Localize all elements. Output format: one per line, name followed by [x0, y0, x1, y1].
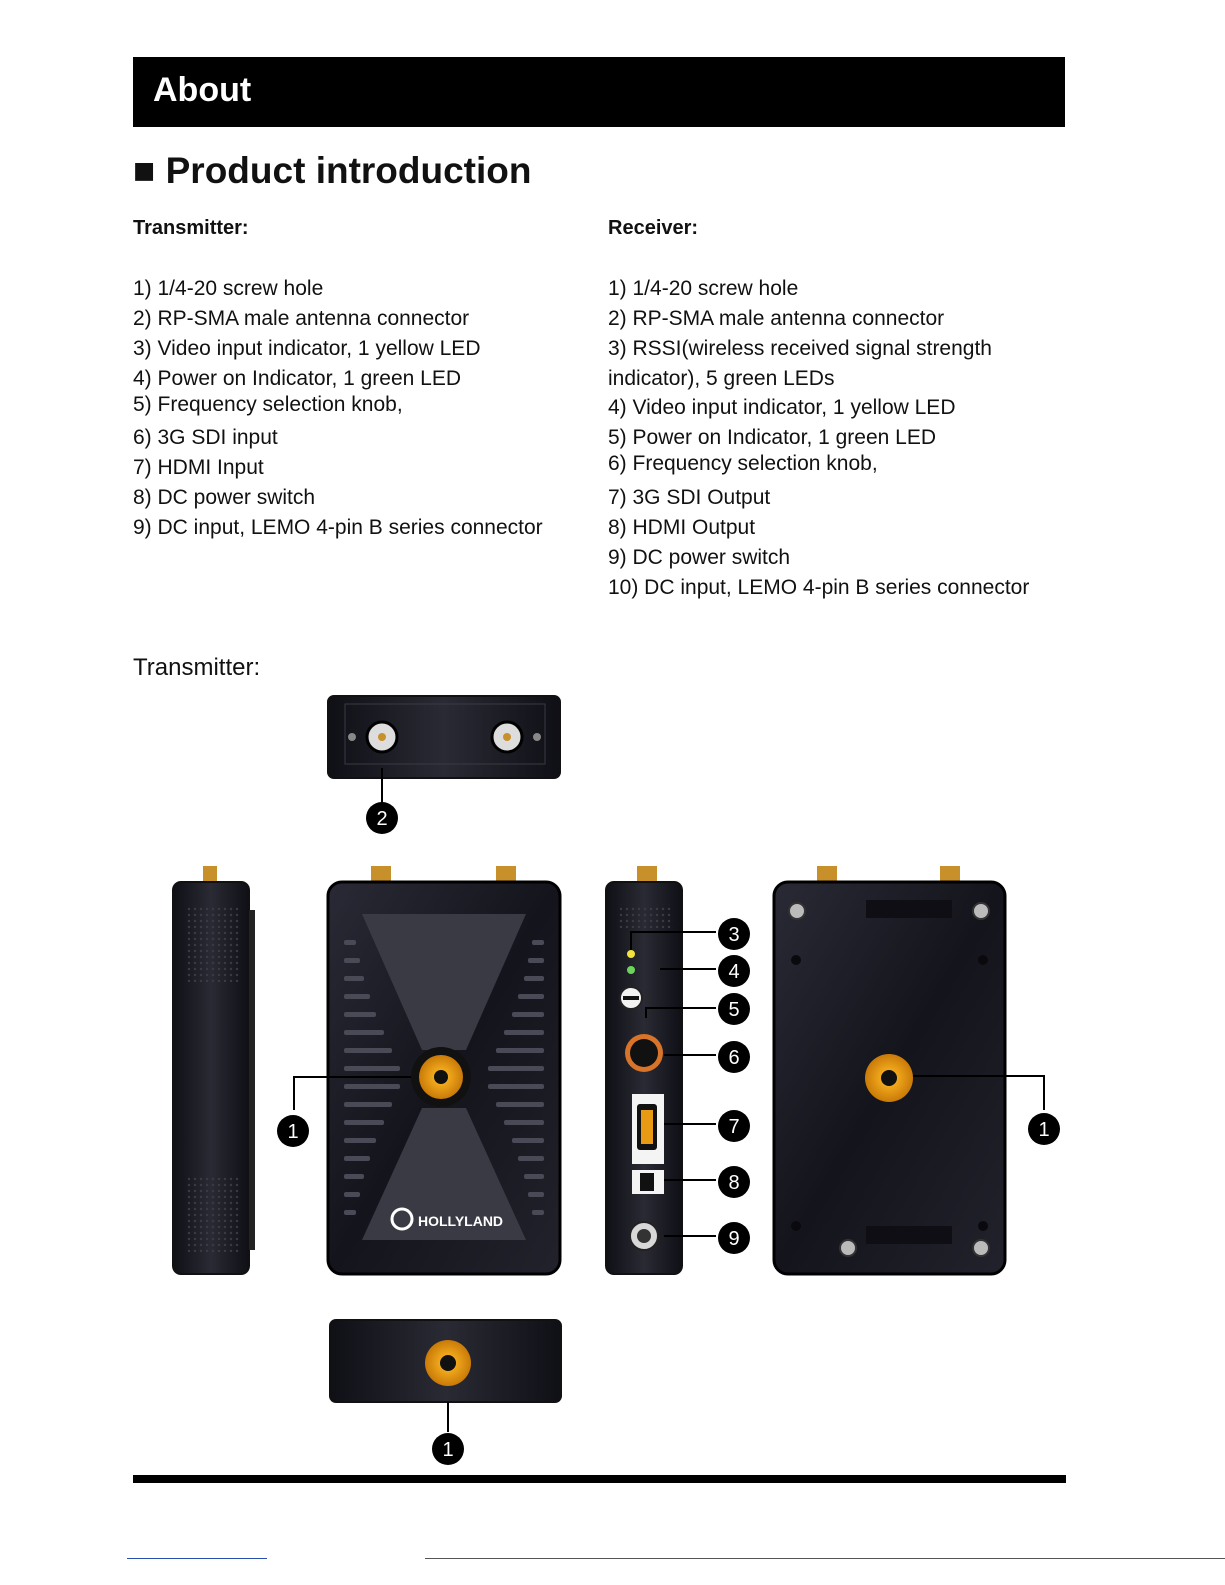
header-bar: About: [133, 57, 1065, 127]
page-title: About: [153, 71, 252, 109]
right-side-view: [605, 866, 716, 1275]
list-item: 9) DC input, LEMO 4-pin B series connect…: [133, 516, 543, 539]
callout-marker: 7: [718, 1110, 750, 1142]
list-item: 8) HDMI Output: [608, 516, 756, 539]
list-item: 1) 1/4-20 screw hole: [133, 277, 324, 300]
callout-label: 3: [728, 924, 739, 946]
callout-label: 1: [1038, 1119, 1049, 1141]
callout-label: 2: [376, 808, 387, 830]
bottom-view: [329, 1319, 562, 1432]
callout-label: 9: [728, 1228, 739, 1250]
callout-marker: 9: [718, 1222, 750, 1254]
callout-label: 8: [728, 1172, 739, 1194]
list-item: 6) Frequency selection knob,: [608, 452, 878, 475]
footer-divider: [425, 1558, 1225, 1559]
callout-marker: 6: [718, 1041, 750, 1073]
figure-heading: Transmitter:: [133, 654, 261, 681]
callout-label: 5: [728, 999, 739, 1021]
list-item: 5) Frequency selection knob,: [133, 393, 403, 416]
receiver-heading: Receiver:: [608, 217, 699, 239]
list-item: 3) RSSI(wireless received signal strengt…: [608, 337, 992, 360]
list-item: 10) DC input, LEMO 4-pin B series connec…: [608, 576, 1030, 599]
footer-link-line: [127, 1558, 267, 1559]
callout-marker: 1: [1028, 1113, 1060, 1145]
callout-marker: 4: [718, 955, 750, 987]
list-item: 6) 3G SDI input: [133, 426, 278, 449]
list-item: indicator), 5 green LEDs: [608, 367, 835, 390]
left-side-view: [172, 866, 255, 1275]
callout-marker: 5: [718, 993, 750, 1025]
transmitter-heading: Transmitter:: [133, 217, 249, 239]
list-item: 8) DC power switch: [133, 486, 316, 509]
back-view: [772, 866, 1045, 1276]
list-item: 9) DC power switch: [608, 546, 791, 569]
brand-logo-text: HOLLYLAND: [418, 1213, 503, 1229]
callout-label: 6: [728, 1047, 739, 1069]
callout-marker: 1: [432, 1433, 464, 1465]
callout-marker: 2: [366, 802, 398, 834]
callout-marker: 8: [718, 1166, 750, 1198]
front-view: HOLLYLAND: [293, 866, 562, 1276]
list-item: 7) HDMI Input: [133, 456, 264, 479]
callout-label: 1: [287, 1121, 298, 1143]
callout-label: 4: [728, 961, 739, 983]
list-item: 2) RP-SMA male antenna connector: [608, 307, 945, 330]
callout-label: 1: [442, 1439, 453, 1461]
list-item: 4) Video input indicator, 1 yellow LED: [608, 396, 956, 419]
section-title: ■ Product introduction: [133, 150, 532, 191]
list-item: 3) Video input indicator, 1 yellow LED: [133, 337, 481, 360]
list-item: 1) 1/4-20 screw hole: [608, 277, 799, 300]
list-item: 7) 3G SDI Output: [608, 486, 771, 509]
list-item: 2) RP-SMA male antenna connector: [133, 307, 470, 330]
callout-marker: 3: [718, 918, 750, 950]
bottom-rule: [133, 1475, 1066, 1483]
list-item: 4) Power on Indicator, 1 green LED: [133, 367, 462, 390]
list-item: 5) Power on Indicator, 1 green LED: [608, 426, 937, 449]
callout-marker: 1: [277, 1115, 309, 1147]
callout-label: 7: [728, 1116, 739, 1138]
top-view: [327, 695, 561, 804]
